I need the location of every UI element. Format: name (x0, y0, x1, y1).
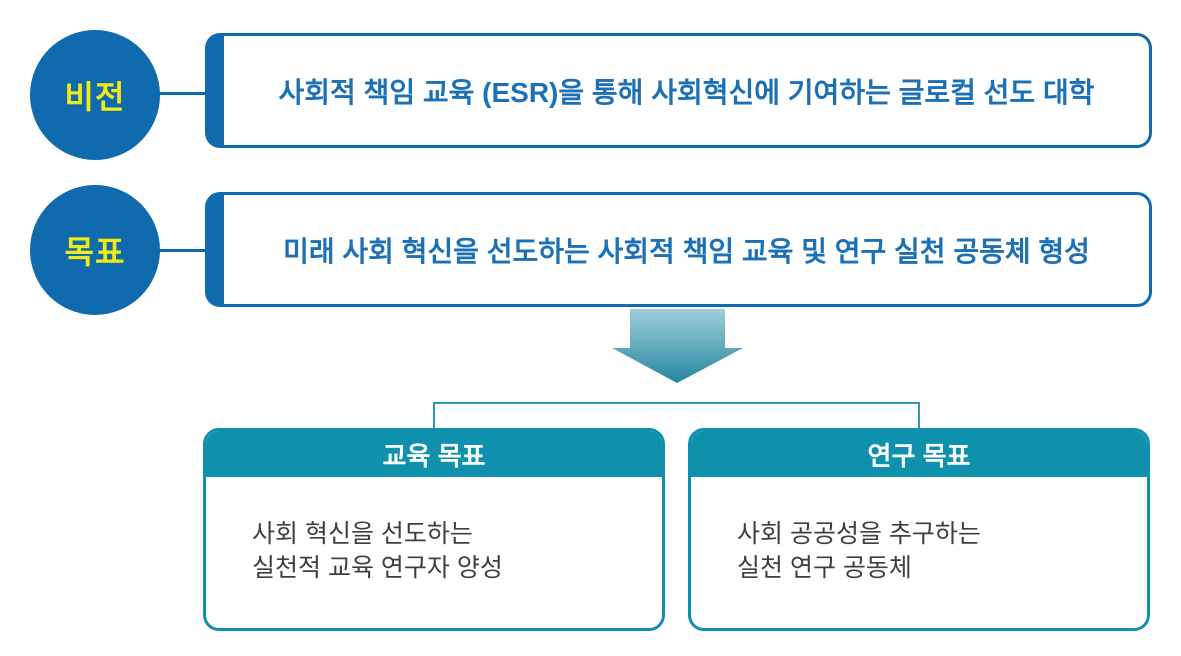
vision-connector-line (155, 92, 210, 95)
education-goal-card-body: 사회 혁신을 선도하는 실천적 교육 연구자 양성 (206, 477, 662, 585)
vision-statement-box: 사회적 책임 교육 (ESR)을 통해 사회혁신에 기여하는 글로컬 선도 대학 (205, 33, 1152, 148)
education-goal-card: 교육 목표 사회 혁신을 선도하는 실천적 교육 연구자 양성 (203, 428, 665, 631)
goal-badge-label: 목표 (64, 234, 126, 270)
education-goal-card-title: 교육 목표 (382, 440, 486, 471)
goal-connector-line (155, 249, 210, 252)
cards-bracket-connector (433, 402, 920, 428)
research-goal-card-header: 연구 목표 (691, 431, 1147, 477)
research-goal-line-2: 실천 연구 공동체 (737, 554, 912, 582)
education-goal-card-header: 교육 목표 (206, 431, 662, 477)
research-goal-card: 연구 목표 사회 공공성을 추구하는 실천 연구 공동체 (688, 428, 1150, 631)
education-goal-line-1: 사회 혁신을 선도하는 (252, 520, 473, 548)
research-goal-card-body: 사회 공공성을 추구하는 실천 연구 공동체 (691, 477, 1147, 585)
vision-badge-label: 비전 (64, 79, 126, 115)
research-goal-line-1: 사회 공공성을 추구하는 (737, 520, 981, 548)
goal-badge-circle: 목표 (30, 185, 160, 315)
research-goal-card-title: 연구 목표 (867, 440, 971, 471)
goal-statement-box: 미래 사회 혁신을 선도하는 사회적 책임 교육 및 연구 실천 공동체 형성 (205, 192, 1152, 307)
education-goal-line-2: 실천적 교육 연구자 양성 (252, 554, 503, 582)
vision-badge-circle: 비전 (30, 30, 160, 160)
vision-statement-text: 사회적 책임 교육 (ESR)을 통해 사회혁신에 기여하는 글로컬 선도 대학 (278, 76, 1095, 108)
down-arrow-icon (612, 309, 743, 383)
goal-statement-text: 미래 사회 혁신을 선도하는 사회적 책임 교육 및 연구 실천 공동체 형성 (283, 235, 1090, 267)
